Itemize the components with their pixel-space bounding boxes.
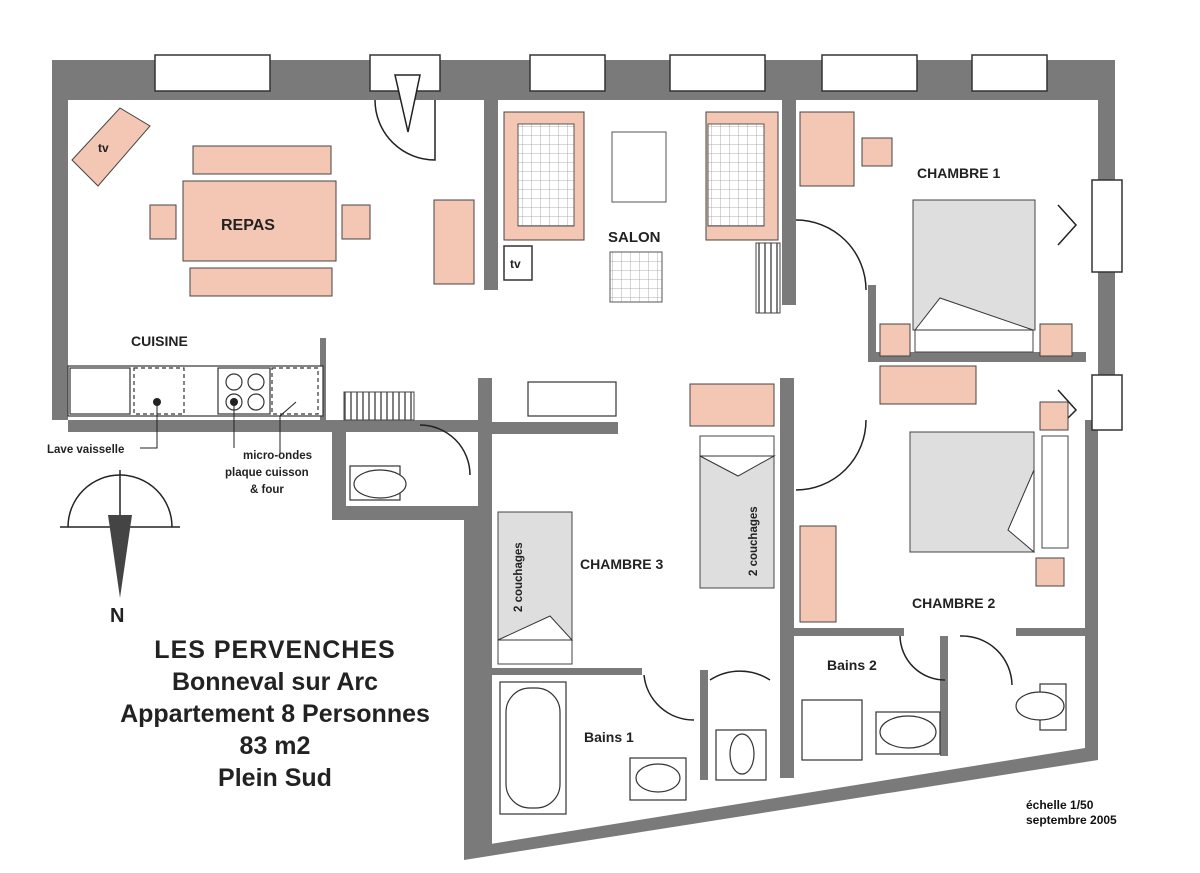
label-micro-ondes: micro-ondes [243,450,312,462]
title-line-3: Appartement 8 Personnes [120,700,430,728]
beds [497,199,1069,665]
bench-bottom [189,267,333,297]
room-label-repas: REPAS [221,217,275,234]
scale-label: échelle 1/50 [1026,798,1094,812]
north-arrow-icon [108,515,132,598]
plan-meta: échelle 1/50 septembre 2005 [1026,798,1117,828]
dresser-chambre1 [799,111,855,187]
compass-north-label: N [110,605,124,627]
room-label-bains2: Bains 2 [827,657,877,673]
sideboard [433,199,475,285]
bench-top [192,145,332,175]
room-label-chambre1: CHAMBRE 1 [917,165,1000,181]
nightstand-1a [861,137,893,167]
shelf-chambre3 [689,383,775,427]
wall-bains2-mid [940,636,948,756]
label-couchages-a: 2 couchages [513,542,525,612]
shower-bains2 [801,699,863,761]
chair-left [149,204,177,240]
title-line-1: LES PERVENCHES [154,636,396,664]
title-line-5: Plein Sud [218,764,332,792]
compass [60,470,180,598]
room-label-bains1: Bains 1 [584,729,634,745]
nightstand-2a [1039,401,1069,431]
plan-title-block: LES PERVENCHES Bonneval sur Arc Appartem… [60,634,490,794]
leader-lines [140,401,297,455]
wardrobe-chambre2 [799,525,837,623]
tv-salon [503,245,533,281]
bed-sheets [497,297,1035,641]
dining-table [182,180,337,262]
nightstand-1c [1039,323,1073,357]
room-label-salon: SALON [608,229,661,246]
wall-chambre3-hall [868,285,876,362]
label-plaque-cuisson: plaque cuisson [225,467,309,479]
wall-kitchen-bottom [68,420,478,432]
nightstand-2b [1035,557,1065,587]
kitchen-counter [67,365,617,417]
door-triangle [394,74,421,133]
wall-bains2-top-right [1016,628,1086,636]
wall-bains1-top [492,668,642,675]
bed-chambre3a [497,511,573,641]
wall-corridor-left [478,378,492,846]
radiators [343,242,781,421]
wall-hall-chambre1 [876,352,1086,362]
room-label-chambre3: CHAMBRE 3 [580,556,663,572]
wall-bains1-mid [700,670,708,780]
wall-chambre2-left [780,378,794,778]
nightstand-1b [879,323,911,357]
room-label-cuisine: CUISINE [131,333,188,349]
wall-bains2-top [794,628,904,636]
wall-salon-chambre1 [782,100,796,305]
cushions [517,123,765,303]
label-lave-vaisselle: Lave vaisselle [47,444,124,456]
label-four: & four [250,484,284,496]
desk-hall [879,365,977,405]
tv-salon-label: tv [510,257,521,271]
wall-corridor-top [478,422,618,434]
title-line-2: Bonneval sur Arc [171,668,379,696]
room-label-chambre2: CHAMBRE 2 [912,595,995,611]
label-couchages-b: 2 couchages [748,506,760,576]
chair-right [341,204,371,240]
tv-cabinet [71,107,151,187]
windows [154,54,1123,431]
date-label: septembre 2005 [1026,813,1117,827]
title-line-4: 83 m2 [239,732,311,760]
wall-kitchen-salon [484,100,498,290]
tv-repas-label: tv [98,141,109,155]
bath-fixtures [349,465,1067,815]
